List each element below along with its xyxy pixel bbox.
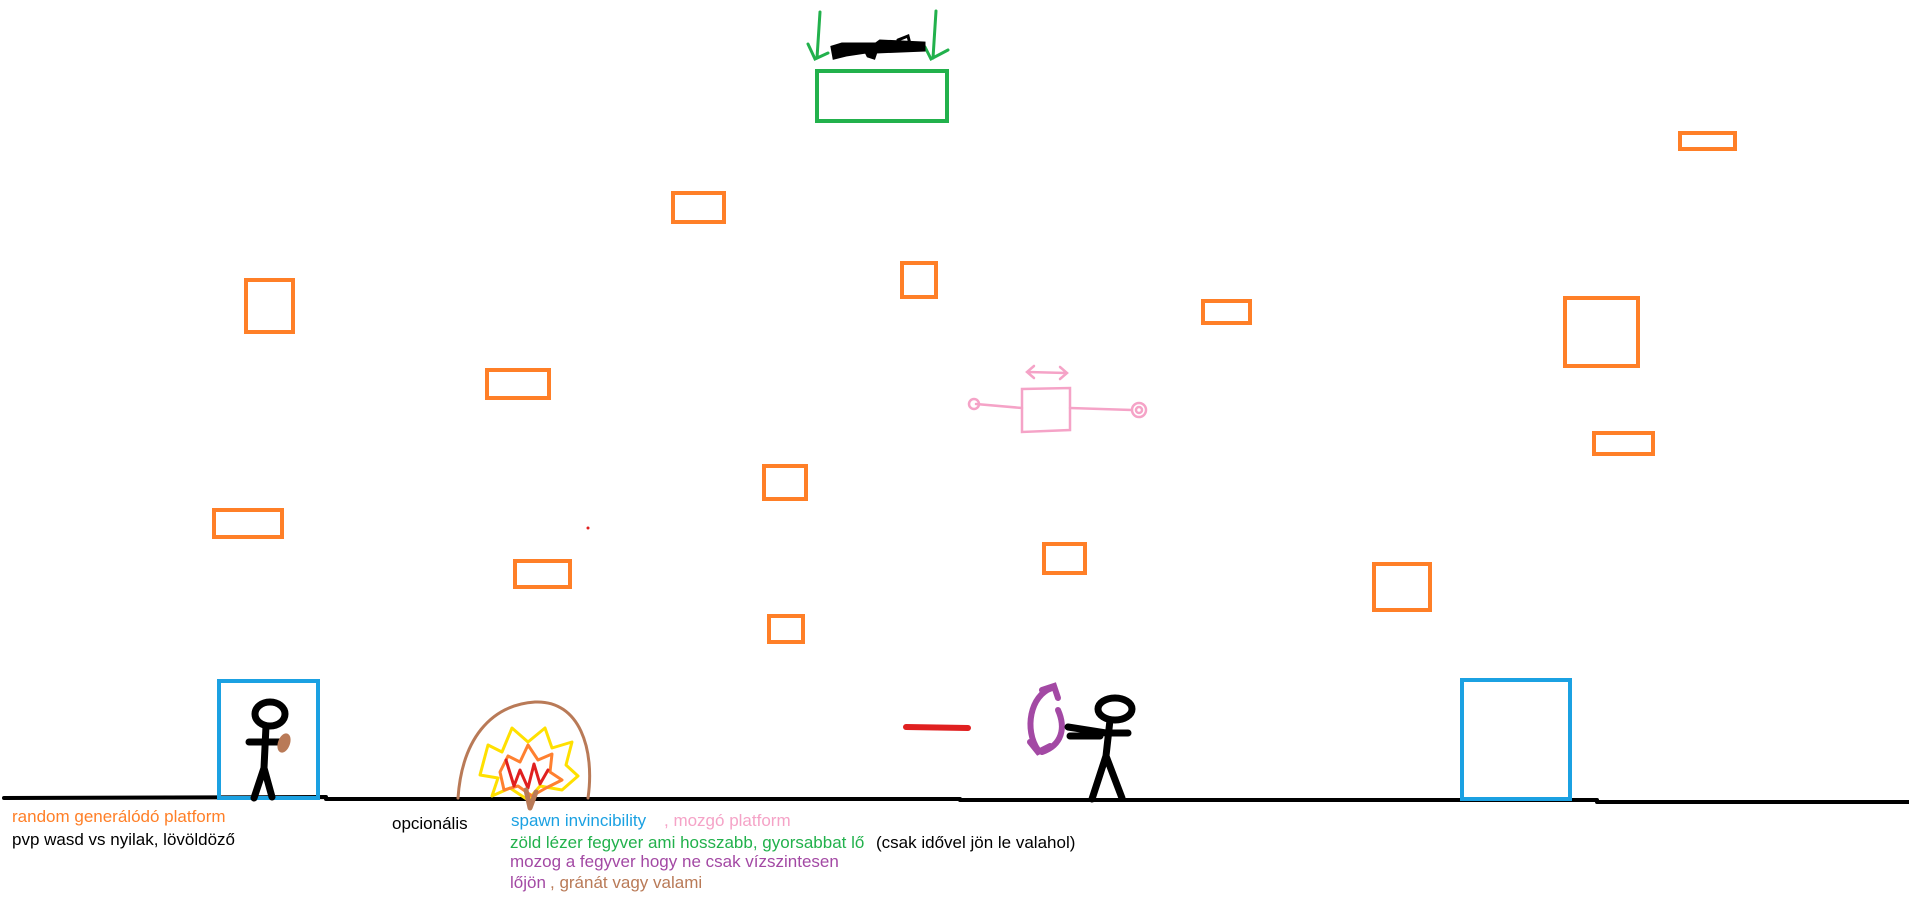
random-platform xyxy=(212,508,284,539)
bullet xyxy=(903,724,971,731)
random-platform xyxy=(1372,562,1432,612)
legend-moving-platform: , mozgó platform xyxy=(664,811,791,830)
stick-figure-player-2 xyxy=(1064,694,1136,803)
legend-spawn-invincibility: spawn invincibility xyxy=(511,811,647,830)
random-platform xyxy=(1592,431,1655,456)
random-platform xyxy=(671,191,726,224)
random-platform xyxy=(1201,299,1252,325)
grenade-icon xyxy=(277,733,291,753)
legend-grenade: , gránát vagy valami xyxy=(550,873,703,892)
legend-pvp: pvp wasd vs nyilak, lövöldöző xyxy=(12,830,236,849)
random-platform xyxy=(900,261,938,299)
double-arrow-icon xyxy=(1025,364,1069,381)
random-platform xyxy=(1042,542,1087,575)
rifle-icon xyxy=(830,33,926,60)
down-arrow-icon xyxy=(923,9,950,62)
legend-laser-weapon: zöld lézer fegyver ami hosszabb, gyorsab… xyxy=(510,833,865,852)
random-platform xyxy=(244,278,295,334)
legend-random-platform: random generálódó platform xyxy=(12,807,226,826)
legend-aim-cont: lőjön xyxy=(510,873,546,892)
spawn-box-left xyxy=(217,679,320,800)
ground-line xyxy=(2,795,1909,804)
random-platform xyxy=(485,368,551,400)
stick-figure-player-1 xyxy=(245,698,289,802)
down-arrow-icon xyxy=(806,10,830,61)
moving-platform xyxy=(967,386,1148,434)
fire-hazard xyxy=(456,700,592,811)
rotation-arrow-icon xyxy=(1027,682,1065,756)
random-platform xyxy=(762,464,808,501)
legend-aim: mozog a fegyver hogy ne csak vízszintese… xyxy=(510,852,839,871)
random-platform xyxy=(1678,131,1737,151)
random-platform xyxy=(1563,296,1640,368)
random-platform xyxy=(767,614,805,644)
random-platform xyxy=(513,559,572,589)
weapon-drop-platform xyxy=(815,69,949,123)
legend-laser-weapon-note: (csak idővel jön le valahol) xyxy=(876,833,1076,852)
stray-dot xyxy=(586,526,590,530)
spawn-box-right xyxy=(1460,678,1572,801)
legend-optional: opcionális xyxy=(392,814,468,833)
